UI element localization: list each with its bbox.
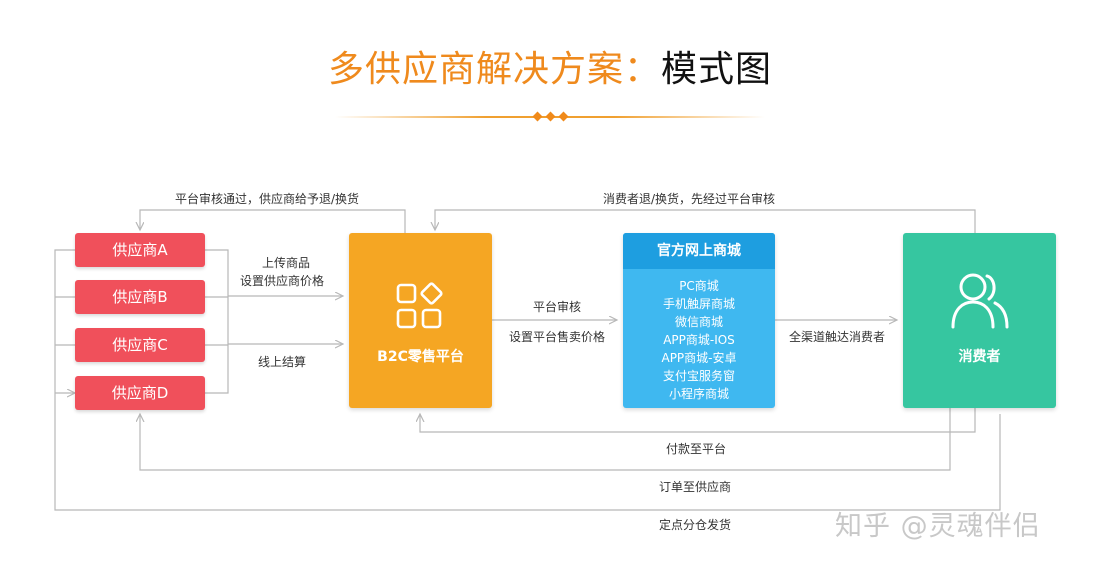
- shop-channel-item: 微信商城: [674, 315, 723, 329]
- label-pay: 付款至平台: [666, 442, 727, 456]
- label-reach: 全渠道触达消费者: [789, 330, 886, 344]
- return-line-right: [435, 209, 976, 233]
- supplier-a-box: 供应商A: [75, 233, 205, 267]
- consumer-label: 消费者: [958, 349, 1001, 365]
- b2c-platform-box: B2C零售平台: [349, 233, 492, 408]
- page-title: 多供应商解决方案：模式图: [0, 40, 1100, 92]
- pay-line: [420, 408, 976, 433]
- label-set-price: 设置平台售卖价格: [509, 330, 606, 344]
- label-consumer-return: 消费者退/换货，先经过平台审核: [603, 192, 776, 206]
- shop-channel-item: 手机触屏商城: [662, 297, 735, 311]
- ship-left-bracket: [54, 249, 1001, 511]
- shop-header: 官方网上商城: [623, 233, 775, 269]
- b2c-label: B2C零售平台: [377, 349, 464, 365]
- label-order: 订单至供应商: [659, 480, 732, 494]
- consumer-box: 消费者: [903, 233, 1056, 408]
- title-separator: ：: [623, 49, 661, 90]
- label-supplier-return: 平台审核通过，供应商给予退/换货: [175, 192, 360, 206]
- supplier-bracket: [205, 249, 229, 394]
- watermark: 知乎 @灵魂伴侣: [835, 511, 1041, 542]
- shop-channel-item: 支付宝服务窗: [662, 369, 735, 383]
- supplier-d-box: 供应商D: [75, 376, 205, 410]
- shop-channel-item: APP商城-安卓: [661, 351, 737, 365]
- shop-channel-list: PC商城 手机触屏商城 微信商城 APP商城-IOS APP商城-安卓 支付宝服…: [623, 277, 775, 403]
- label-upload: 上传商品: [262, 256, 311, 270]
- shop-channel-item: PC商城: [679, 279, 719, 293]
- supplier-c-box: 供应商C: [75, 328, 205, 362]
- apps-grid-icon: [396, 282, 443, 329]
- shop-channel-item: APP商城-IOS: [663, 333, 735, 347]
- users-icon: [951, 273, 1009, 329]
- label-review: 平台审核: [533, 300, 582, 314]
- shop-channel-item: 小程序商城: [668, 387, 729, 401]
- supplier-b-box: 供应商B: [75, 280, 205, 314]
- official-shop-box: 官方网上商城 PC商城 手机触屏商城 微信商城 APP商城-IOS APP商城-…: [623, 233, 775, 408]
- title-main: 多供应商解决方案: [327, 49, 624, 90]
- return-line-left: [140, 209, 406, 233]
- title-sub: 模式图: [661, 49, 773, 90]
- label-set-supplier-price: 设置供应商价格: [240, 274, 325, 288]
- label-ship: 定点分仓发货: [659, 518, 732, 532]
- order-line: [140, 408, 951, 471]
- label-settle: 线上结算: [258, 355, 307, 369]
